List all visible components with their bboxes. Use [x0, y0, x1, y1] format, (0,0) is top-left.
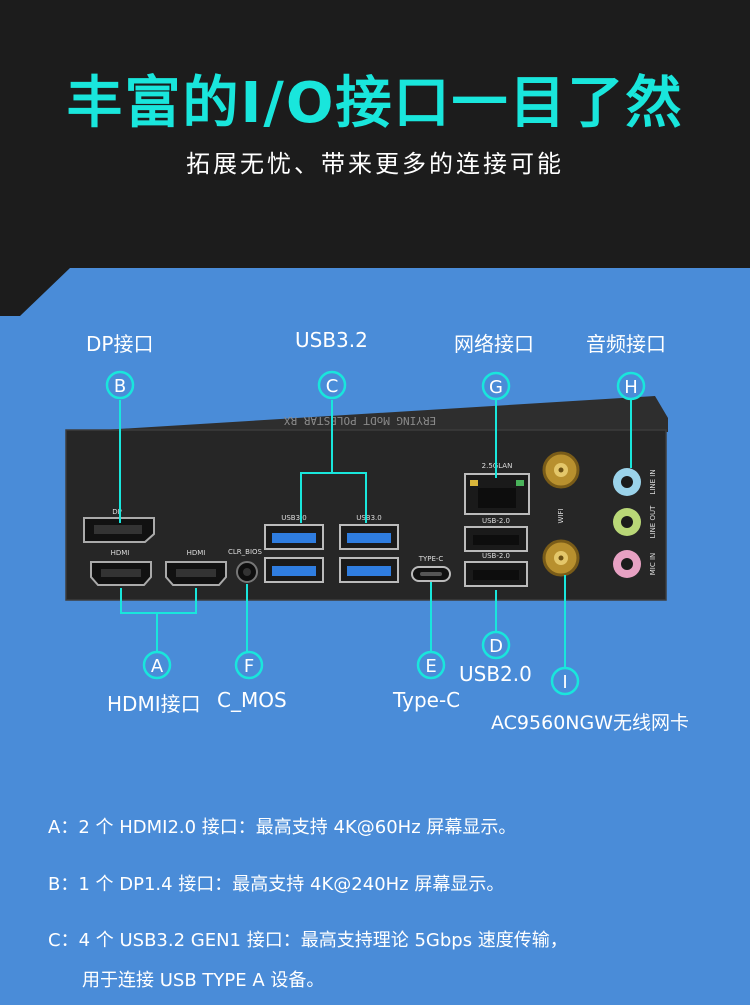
leader-lines [119, 400, 632, 668]
line-in-label: LINE IN [649, 469, 657, 494]
hdmi2-port-label: HDMI [187, 549, 206, 557]
page-subtitle: 拓展无忧、带来更多的连接可能 [186, 150, 564, 178]
io-panel-graphic: ERYING MoDT POLESTAR RX DP HDMI HDMI CLR… [0, 268, 750, 1005]
badge-e: E [416, 650, 446, 680]
line-out-label: LINE OUT [649, 505, 657, 538]
svg-text:F: F [244, 656, 254, 677]
io-panel-section: ERYING MoDT POLESTAR RX DP HDMI HDMI CLR… [0, 268, 750, 1005]
svg-text:B: B [114, 376, 126, 397]
label-typec: Type-C [393, 688, 461, 712]
label-network: 网络接口 [454, 332, 534, 356]
brand-text: ERYING MoDT POLESTAR RX [283, 414, 436, 427]
svg-text:G: G [489, 377, 503, 398]
label-hdmi: HDMI接口 [107, 692, 201, 716]
description-c-cont: 用于连接 USB TYPE A 设备。 [82, 970, 325, 991]
label-dp: DP接口 [86, 332, 154, 356]
io-bracket-top [102, 396, 668, 432]
label-audio: 音频接口 [586, 332, 666, 356]
svg-text:H: H [624, 377, 638, 398]
label-usb20: USB2.0 [459, 662, 532, 686]
svg-text:A: A [151, 656, 164, 677]
badge-a: A [142, 650, 172, 680]
description-c: C：4 个 USB3.2 GEN1 接口：最高支持理论 5Gbps 速度传输， [48, 930, 568, 951]
usb30-label-b: USB3.0 [356, 514, 382, 522]
badge-f: F [234, 650, 264, 680]
badge-d: D [481, 630, 511, 660]
mic-in-label: MIC IN [649, 553, 657, 576]
dp-port-label: DP [112, 508, 122, 516]
wifi-label: WIFI [557, 508, 565, 523]
badge-b: B [105, 370, 135, 400]
description-a: A：2 个 HDMI2.0 接口：最高支持 4K@60Hz 屏幕显示。 [48, 817, 517, 838]
hdmi1-port-label: HDMI [111, 549, 130, 557]
usb20-label-b: USB-2.0 [482, 552, 510, 560]
page-title: 丰富的I/O接口一目了然 [66, 71, 684, 136]
clr-bios-label: CLR_BIOS [228, 548, 263, 556]
badge-i: I [550, 666, 580, 696]
svg-text:C: C [326, 376, 339, 397]
usb20-label-a: USB-2.0 [482, 517, 510, 525]
svg-text:E: E [425, 656, 436, 677]
badge-h: H [616, 371, 646, 401]
description-b: B：1 个 DP1.4 接口：最高支持 4K@240Hz 屏幕显示。 [48, 874, 505, 895]
label-wifi: AC9560NGW无线网卡 [491, 712, 690, 734]
usb30-label-a: USB3.0 [281, 514, 307, 522]
svg-text:D: D [489, 636, 503, 657]
label-cmos: C_MOS [217, 688, 287, 712]
badge-c: C [317, 370, 347, 400]
typec-port-label: TYPE-C [418, 555, 444, 563]
svg-text:I: I [562, 672, 567, 693]
label-usb32: USB3.2 [295, 328, 368, 352]
badge-g: G [481, 371, 511, 401]
